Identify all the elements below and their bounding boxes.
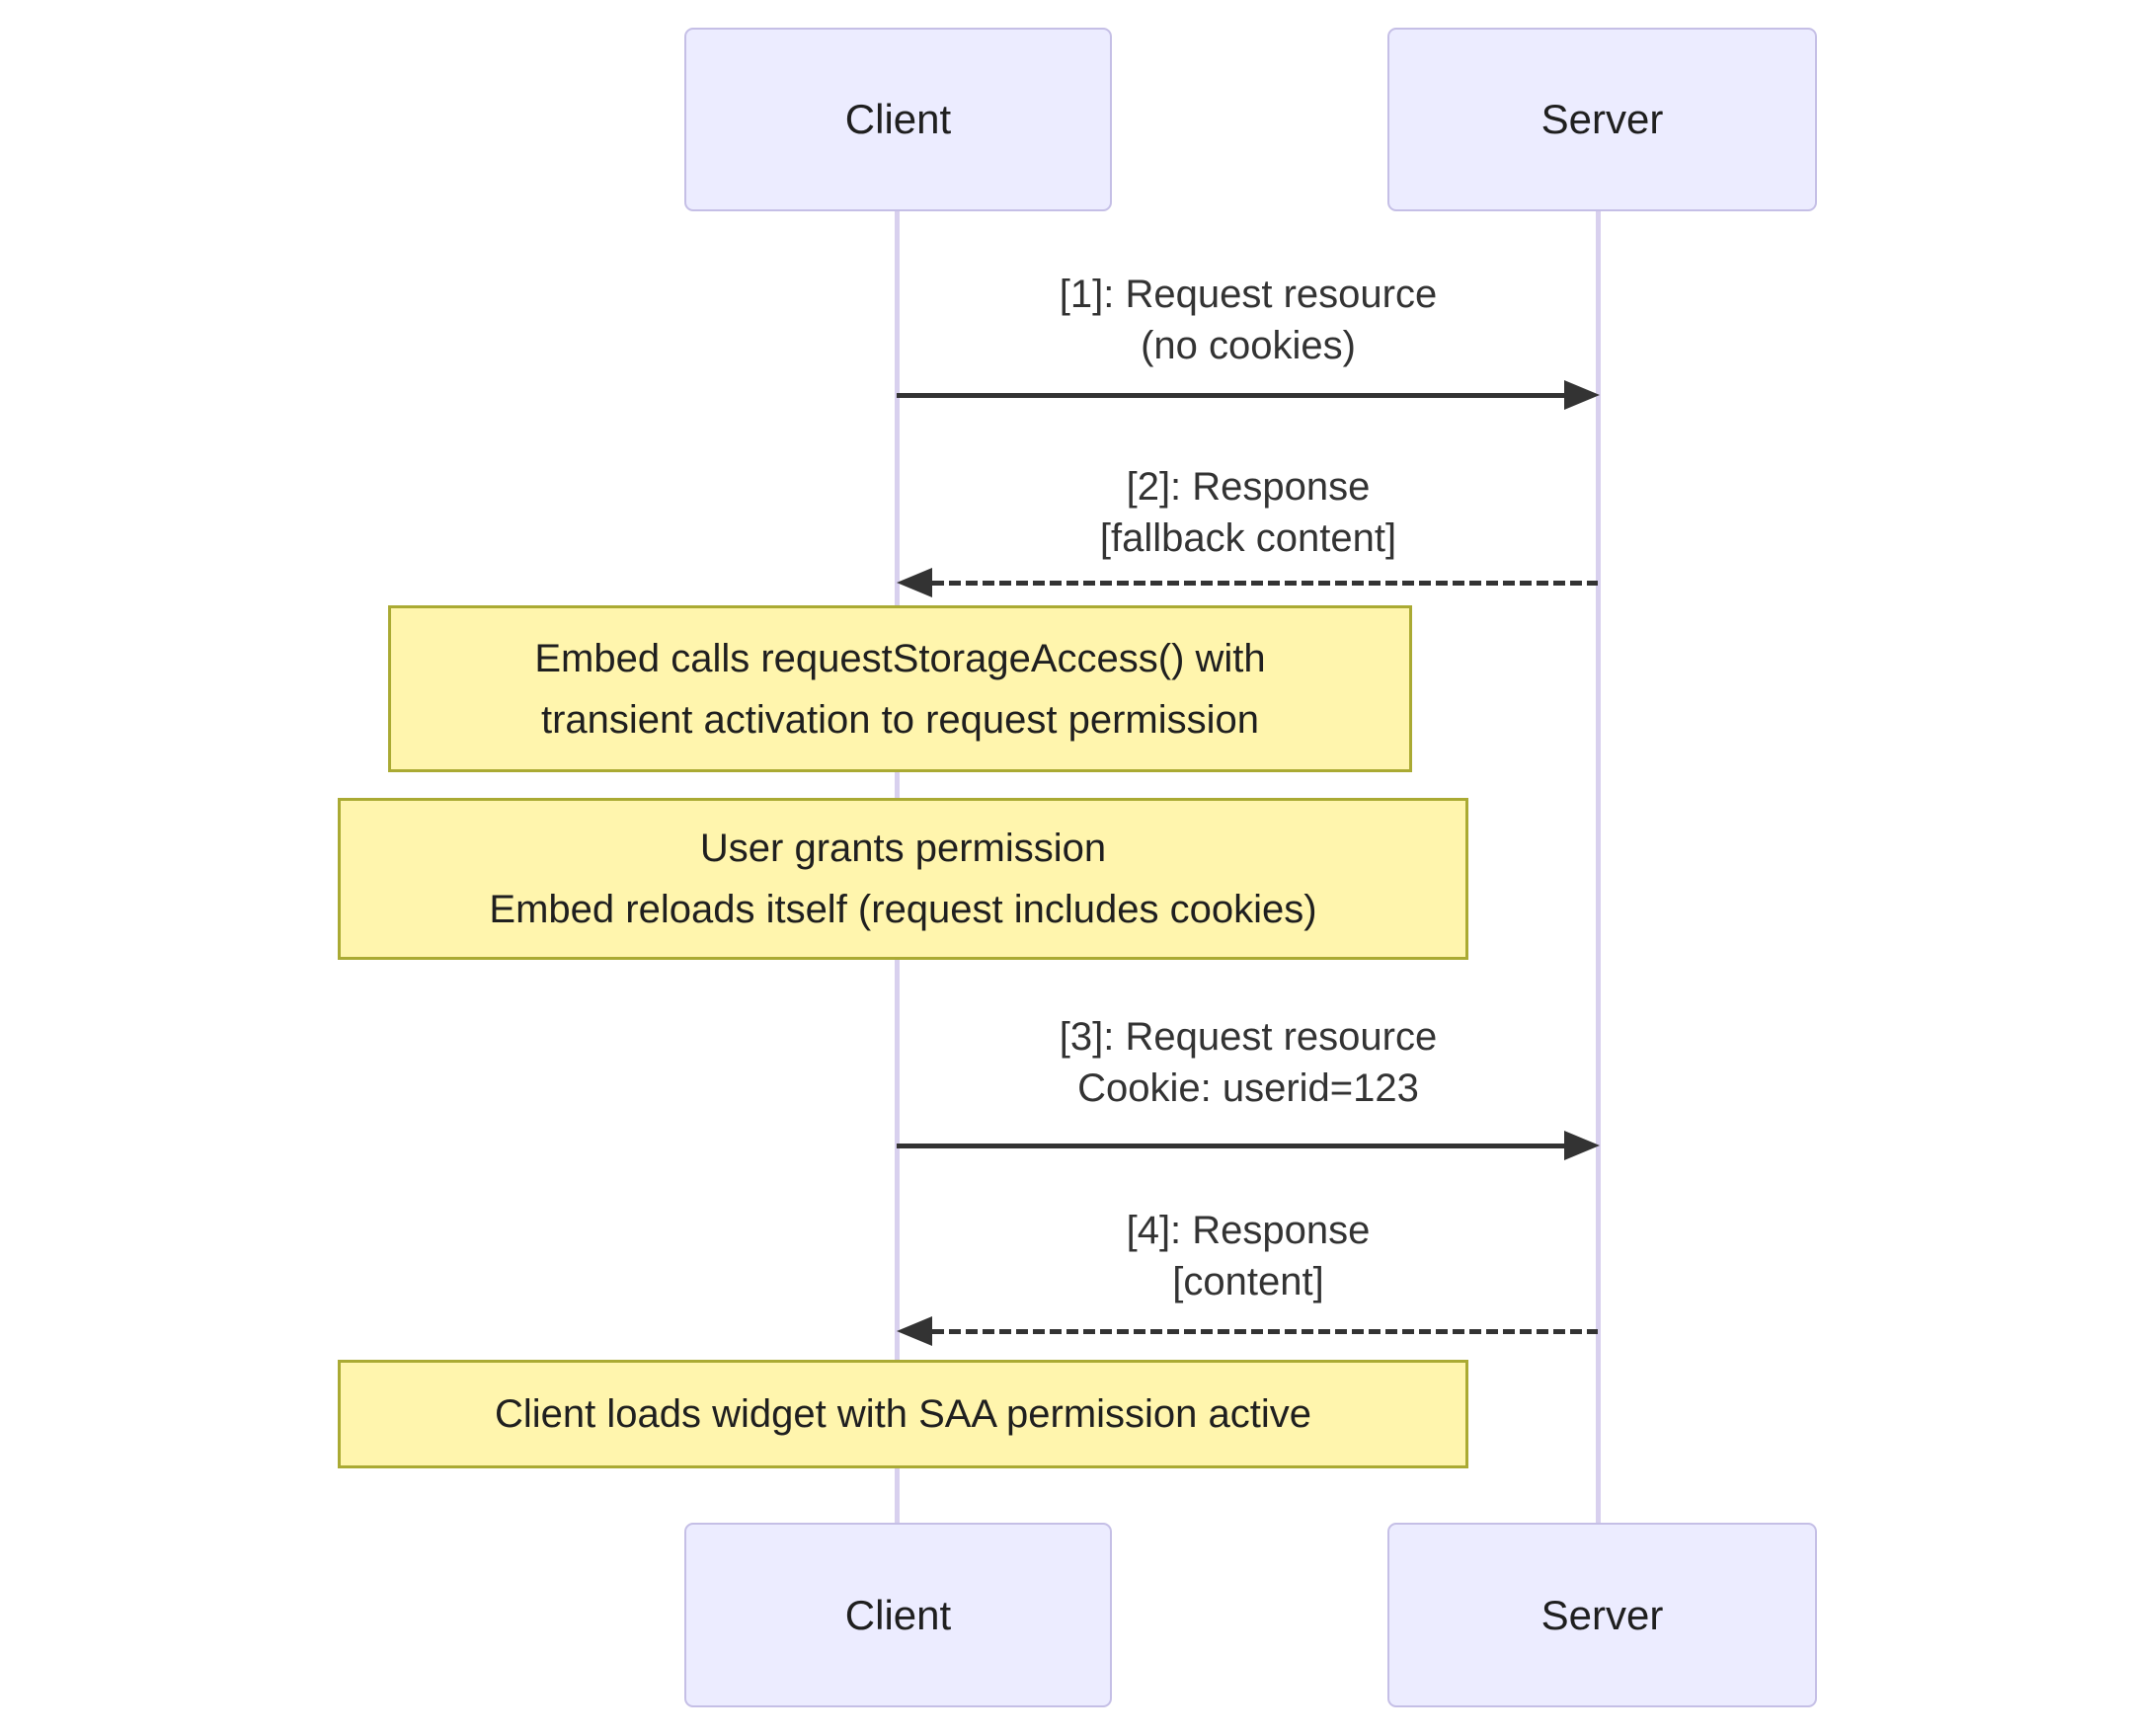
actor-client-top-label: Client	[844, 96, 952, 142]
actor-client-top: Client	[684, 28, 1112, 211]
note-1-line-1: Embed calls requestStorageAccess() with	[534, 636, 1266, 680]
lifeline-server	[1596, 207, 1601, 1523]
message-1-arrowhead-icon	[1564, 380, 1600, 410]
message-3-line-1: [3]: Request resource	[1059, 1015, 1438, 1059]
message-4-arrow	[932, 1329, 1598, 1334]
message-3-label: [3]: Request resource Cookie: userid=123	[897, 1011, 1600, 1114]
note-request-storage-access: Embed calls requestStorageAccess() with …	[388, 605, 1412, 772]
note-3-line-1: Client loads widget with SAA permission …	[494, 1392, 1312, 1436]
message-1-line-2: (no cookies)	[1141, 324, 1356, 367]
message-3-arrowhead-icon	[1564, 1131, 1600, 1160]
actor-client-bottom-label: Client	[844, 1591, 952, 1638]
note-2-line-1: User grants permission	[699, 827, 1107, 870]
actor-server-bottom: Server	[1387, 1523, 1817, 1707]
actor-client-bottom: Client	[684, 1523, 1112, 1707]
message-3-line-2: Cookie: userid=123	[1077, 1066, 1419, 1110]
message-1-label: [1]: Request resource (no cookies)	[897, 269, 1600, 371]
message-2-arrow	[932, 581, 1598, 586]
message-1-arrow	[897, 393, 1565, 398]
note-user-grants-permission: User grants permission Embed reloads its…	[338, 798, 1468, 960]
message-4-label: [4]: Response [content]	[897, 1205, 1600, 1307]
note-2-line-2: Embed reloads itself (request includes c…	[489, 888, 1317, 931]
message-1-line-1: [1]: Request resource	[1059, 273, 1438, 316]
message-2-line-2: [fallback content]	[1099, 516, 1397, 560]
note-1-line-2: transient activation to request permissi…	[540, 697, 1260, 742]
message-4-line-2: [content]	[1172, 1260, 1324, 1303]
actor-server-top: Server	[1387, 28, 1817, 211]
message-3-arrow	[897, 1144, 1565, 1148]
note-client-loads-widget: Client loads widget with SAA permission …	[338, 1360, 1468, 1468]
message-2-arrowhead-icon	[897, 568, 932, 597]
message-2-line-1: [2]: Response	[1126, 465, 1371, 509]
message-4-line-1: [4]: Response	[1126, 1209, 1371, 1252]
actor-server-bottom-label: Server	[1540, 1591, 1664, 1638]
message-2-label: [2]: Response [fallback content]	[897, 461, 1600, 564]
actor-server-top-label: Server	[1540, 96, 1664, 142]
message-4-arrowhead-icon	[897, 1316, 932, 1346]
